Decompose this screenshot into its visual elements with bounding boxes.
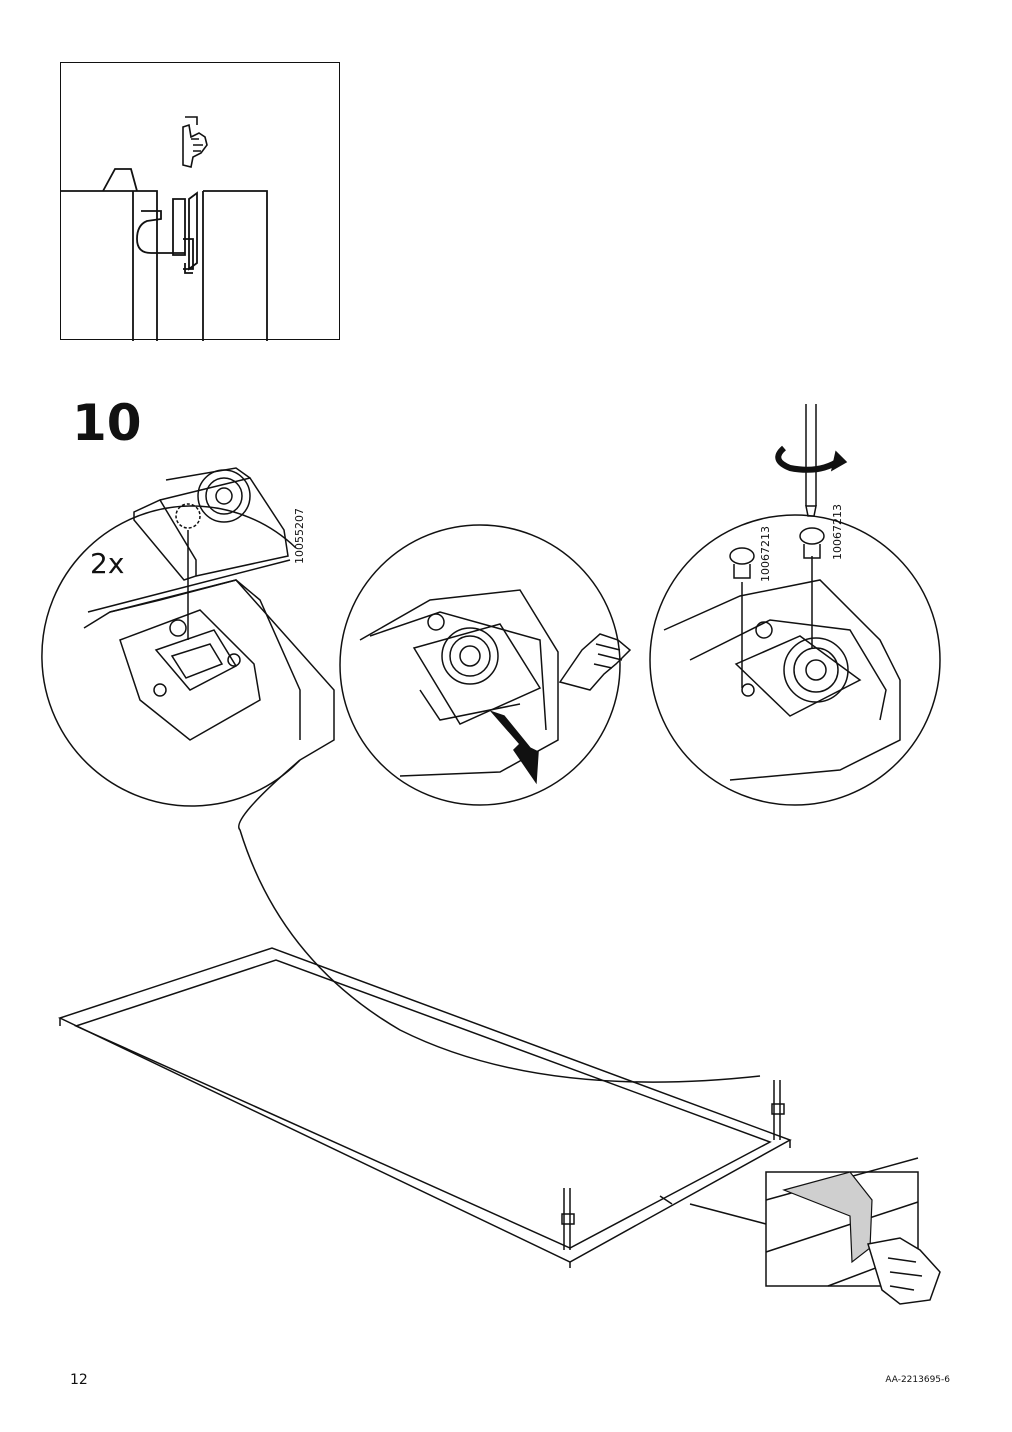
screwdriver-icon [805,404,817,517]
detail-circle-slide-plate [339,524,632,806]
tape-strip [782,1171,873,1264]
pointing-hand-icon [182,116,208,168]
page-number: 12 [70,1372,88,1388]
step-number: 10 [72,394,142,452]
screw-icon [729,547,755,579]
pointing-hand-icon [558,633,632,691]
pointing-hand-icon [867,1237,941,1305]
door-frame-flat [57,947,792,1268]
detail-circle-screw-fastening [649,404,941,806]
rotate-arrow-icon [775,445,842,473]
inset-illustration-box [60,62,340,341]
document-code: AA-2213695-6 [885,1375,950,1385]
hinge-clip-illustration [61,116,268,341]
quantity-label: 2x [90,547,125,580]
arrow-down-icon [489,710,539,785]
detail-circle-hinge-plate [41,467,761,1083]
screw-icon [799,527,825,559]
